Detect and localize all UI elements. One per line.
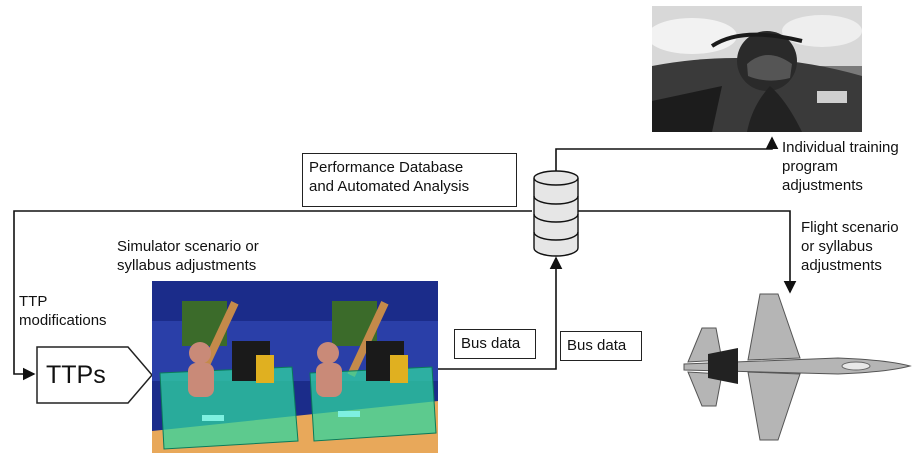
- flight-line3: adjustments: [801, 257, 882, 274]
- ttps-outline: [36, 346, 153, 404]
- simulator-line2: syllabus adjustments: [117, 257, 257, 274]
- jet-image: [683, 293, 912, 441]
- flight-label: Flight scenario or syllabus adjustments: [801, 218, 899, 275]
- performance-db-box: Performance Database and Automated Analy…: [302, 153, 517, 207]
- flight-line1: Flight scenario: [801, 219, 899, 236]
- flight-line: [578, 210, 797, 294]
- ttp-mod-line1: TTP: [19, 293, 48, 310]
- bus-data-label-1: Bus data: [461, 335, 521, 352]
- performance-db-line2: and Automated Analysis: [309, 178, 470, 195]
- individual-line2: program: [782, 158, 838, 175]
- simulator-label: Simulator scenario or syllabus adjustmen…: [117, 237, 259, 275]
- pilot-photo: [652, 6, 862, 132]
- simulator-line1: Simulator scenario or: [117, 238, 259, 255]
- database-icon: [533, 170, 579, 257]
- individual-line3: adjustments: [782, 177, 863, 194]
- bus-data-label-2: Bus data: [567, 337, 627, 354]
- ttp-mod-line2: modifications: [19, 312, 107, 329]
- main-feedback-line: [13, 210, 532, 381]
- performance-db-line1: Performance Database: [309, 159, 464, 176]
- bus-data-box-1: Bus data: [454, 329, 536, 359]
- flight-line2: or syllabus: [801, 238, 873, 255]
- ttps-label: TTPs: [46, 361, 106, 389]
- bus-data-box-2: Bus data: [560, 331, 642, 361]
- ttps-shape: TTPs: [36, 346, 154, 404]
- individual-label: Individual training program adjustments: [782, 138, 899, 195]
- individual-line: [555, 136, 779, 172]
- simulator-image: [152, 281, 438, 453]
- individual-line1: Individual training: [782, 139, 899, 156]
- ttp-mod-label: TTP modifications: [19, 292, 107, 330]
- bus-data-line: [438, 256, 563, 370]
